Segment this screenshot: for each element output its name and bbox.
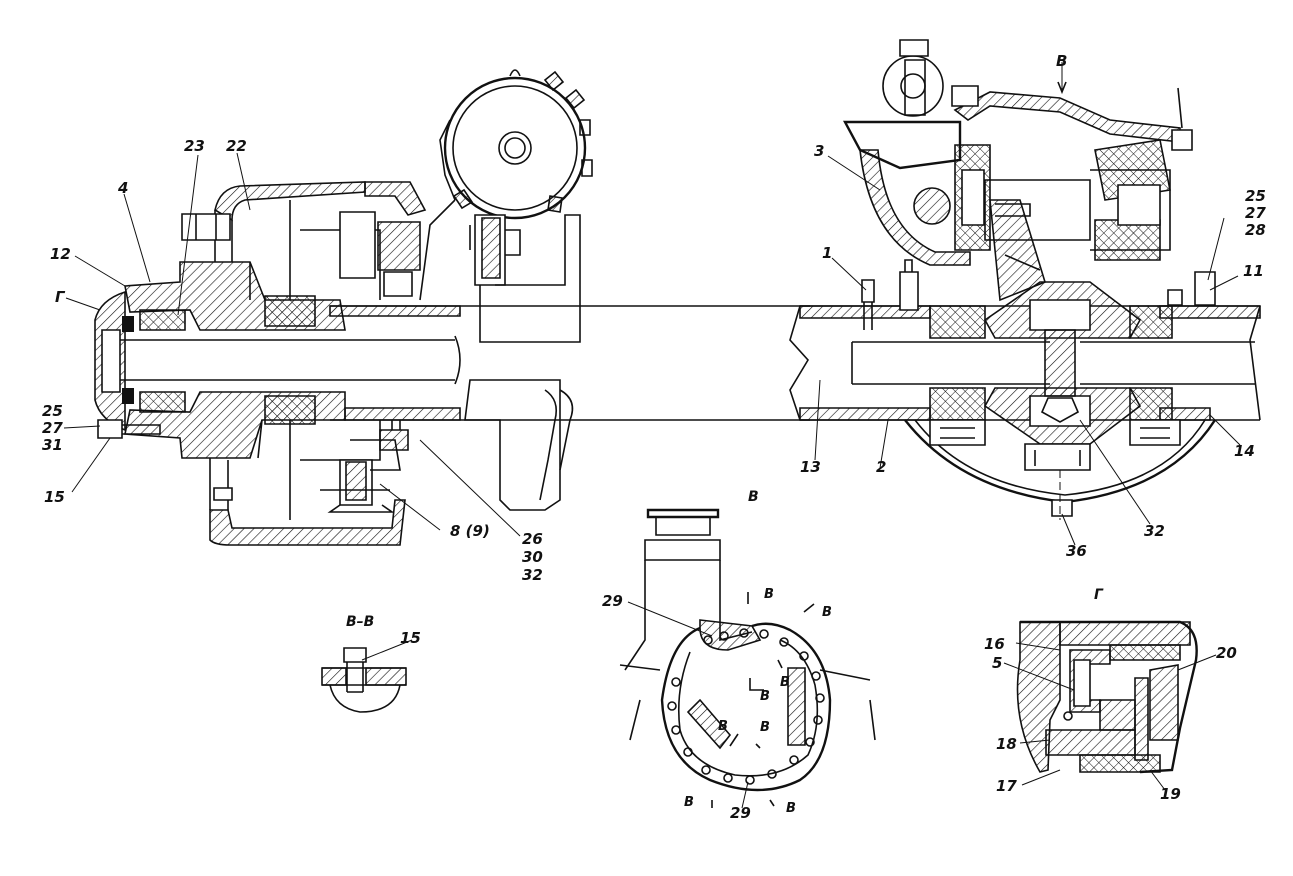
view-v-labels: В 29 29 В В В В В В В В — [602, 489, 832, 822]
label-25-left: 25 — [42, 402, 63, 420]
label-25-right: 25 — [1245, 187, 1266, 205]
section-mark-5: В — [718, 719, 728, 734]
label-27-left: 27 — [42, 419, 63, 437]
label-32-right: 32 — [1144, 522, 1165, 540]
label-19: 19 — [1160, 785, 1181, 803]
section-vv-title: В–В — [346, 614, 374, 630]
half-shaft-14 — [1080, 341, 1255, 385]
section-vv-labels: В–В 15 — [346, 614, 421, 647]
label-13: 13 — [800, 458, 821, 476]
label-8-9: 8 (9) — [450, 522, 490, 540]
label-26: 26 — [522, 530, 543, 548]
section-mark-8: В — [786, 801, 796, 816]
view-v-title: В — [748, 489, 759, 505]
label-32-left: 32 — [522, 566, 543, 584]
section-mark-1: В — [764, 587, 774, 602]
label-gamma: Г — [55, 288, 66, 306]
label-29-top: 29 — [602, 592, 623, 610]
label-2: 2 — [876, 458, 886, 476]
label-15: 15 — [44, 488, 65, 506]
main-gear-housing — [953, 91, 1181, 143]
label-v-arrow: В — [1056, 52, 1067, 70]
label-20: 20 — [1216, 644, 1237, 662]
bolt-15 — [97, 419, 123, 439]
bolt-circle-29 — [667, 628, 825, 785]
label-31: 31 — [42, 436, 63, 454]
label-15-section: 15 — [400, 629, 421, 647]
half-shaft-left — [120, 339, 455, 381]
label-27-right: 27 — [1245, 204, 1266, 222]
label-12: 12 — [50, 245, 71, 263]
section-mark-7: В — [684, 795, 694, 810]
main-gear-differential — [789, 39, 1261, 520]
label-16: 16 — [984, 635, 1005, 653]
label-14: 14 — [1234, 442, 1255, 460]
label-28: 28 — [1245, 221, 1266, 239]
label-1: 1 — [822, 244, 832, 262]
section-mark-3: В — [780, 675, 790, 690]
label-29-bottom: 29 — [730, 804, 751, 822]
half-shaft-13 — [852, 341, 1050, 385]
section-mark-6: В — [760, 720, 770, 735]
label-22: 22 — [226, 137, 247, 155]
breather-1 — [861, 279, 875, 303]
bearing-22 — [264, 295, 316, 425]
label-4: 4 — [117, 179, 128, 197]
label-36: 36 — [1066, 542, 1087, 560]
detail-g-title: Г — [1094, 587, 1104, 603]
label-18: 18 — [996, 735, 1017, 753]
wheel-hub-section — [94, 181, 810, 546]
detail-g-labels: Г 16 5 18 17 19 20 — [984, 587, 1237, 803]
bearing-23 — [139, 309, 186, 413]
detail-g — [1016, 620, 1198, 774]
section-mark-4: В — [760, 689, 770, 704]
callout-labels: 23 22 4 12 Г 25 27 31 15 8 (9) 26 30 32 … — [42, 52, 1266, 584]
brake-chamber — [419, 69, 593, 511]
label-17: 17 — [996, 777, 1017, 795]
label-11: 11 — [1243, 262, 1264, 280]
label-5: 5 — [992, 654, 1002, 672]
ring-gear — [989, 199, 1046, 302]
label-30: 30 — [522, 548, 543, 566]
leader-lines — [63, 62, 1241, 809]
label-3: 3 — [814, 142, 824, 160]
view-v — [619, 508, 876, 808]
label-23: 23 — [184, 137, 205, 155]
axle-tube — [330, 305, 810, 421]
section-vv — [321, 647, 407, 713]
section-mark-2: В — [822, 605, 832, 620]
